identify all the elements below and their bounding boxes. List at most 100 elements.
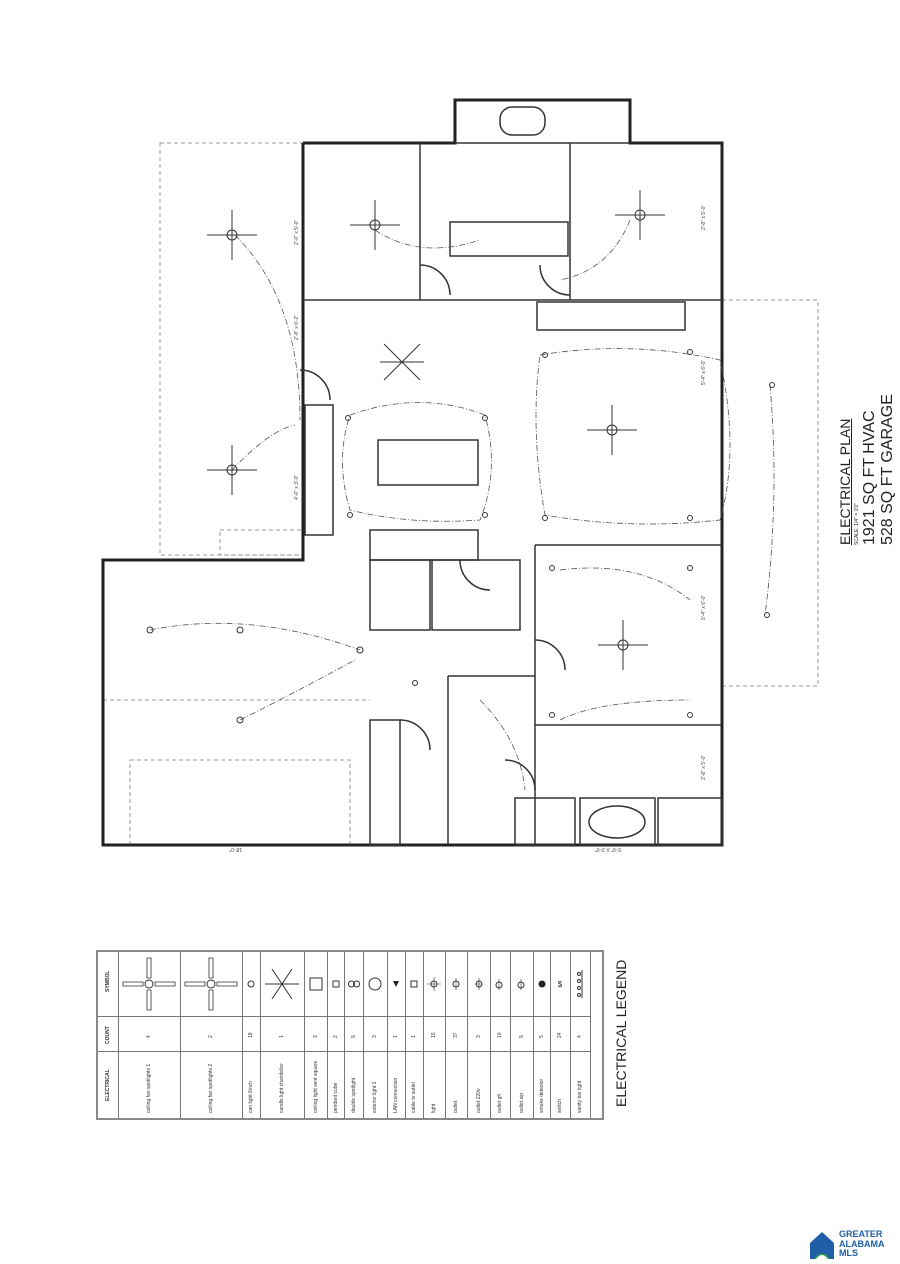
- legend-count: 1: [411, 1035, 417, 1038]
- exterior-light-icon: [363, 952, 387, 1016]
- dim-window-left-3: 4'-0" x 3'-0": [294, 475, 300, 500]
- logo-line3: MLS: [839, 1248, 858, 1258]
- legend-label: outlet gfi: [497, 1094, 503, 1113]
- wiring-runs: [149, 219, 775, 791]
- header-symbol: SYMBOL: [105, 970, 111, 992]
- legend-count: 10: [497, 1032, 503, 1038]
- legend-label: outlet wp: [519, 1092, 525, 1113]
- legend-row: 3 exterior light 1: [363, 952, 388, 1118]
- legend-label: can light 6inch: [248, 1081, 254, 1113]
- plan-scale: SCALE: 1/4" = 1'0": [854, 503, 860, 545]
- legend-count: 5: [351, 1035, 357, 1038]
- exterior-walls: [101, 98, 724, 847]
- legend-count: 24: [557, 1032, 563, 1038]
- logo-line1: GREATER: [839, 1229, 883, 1239]
- porch-outlines: [103, 142, 819, 846]
- legend-count: 15: [431, 1032, 437, 1038]
- legend-row: 5 outlet wp: [510, 952, 534, 1118]
- vent-square-icon: [304, 952, 327, 1016]
- legend-count: 3: [476, 1035, 482, 1038]
- ceiling-fan-icon: [180, 952, 242, 1016]
- dim-window-left-1: 2'-0" x 5'-0": [294, 220, 300, 245]
- legend-count: 5: [539, 1035, 545, 1038]
- legend-row: 19 can light 6inch: [242, 952, 261, 1118]
- legend-label: ceiling fan spotlights 2: [208, 1063, 214, 1113]
- can-lights: [146, 349, 775, 724]
- light-icon: [423, 952, 445, 1016]
- legend-label: ceiling fan spotlights 1: [146, 1063, 152, 1113]
- outlet-icon: [445, 952, 467, 1016]
- outlet-wp-icon: [510, 952, 533, 1016]
- legend-header-column: SYMBOL COUNT ELECTRICAL: [98, 952, 119, 1118]
- dim-bath-window: 5'-0" X 3'-0": [595, 846, 621, 852]
- legend-row: 2 pendant cube: [327, 952, 345, 1118]
- legend-row: 3 outlet 220v: [467, 952, 491, 1118]
- logo-line2: ALABAMA: [839, 1238, 885, 1249]
- switch-icon: $: [557, 979, 563, 989]
- dim-window-right-4: 2'-8" x 5'-0": [701, 755, 707, 780]
- outlet-220v-icon: [467, 952, 490, 1016]
- legend-label: candle light chandelier: [279, 1063, 285, 1113]
- legend-count: 37: [453, 1032, 459, 1038]
- legend-label: outlet: [453, 1100, 459, 1113]
- legend-count: 19: [248, 1032, 254, 1038]
- ceiling-fans: [207, 190, 665, 670]
- legend-label: vanity bar light: [577, 1080, 583, 1113]
- legend-count: 5: [519, 1035, 525, 1038]
- can-light-icon: [242, 952, 260, 1016]
- outlet-gfi-icon: [490, 952, 510, 1016]
- double-spotlight-icon: [344, 952, 363, 1016]
- legend-count: 2: [333, 1035, 339, 1038]
- legend-row: 1 cable tv outlet: [405, 952, 424, 1118]
- header-count: COUNT: [105, 1026, 111, 1044]
- legend-row: 10 outlet gfi: [490, 952, 511, 1118]
- vanity-bar-icon: [570, 952, 590, 1016]
- legend-label: exterior light 1: [372, 1081, 378, 1113]
- legend-row: $24 switch: [550, 952, 571, 1118]
- legend-count: 1: [393, 1035, 399, 1038]
- smoke-detector-icon: [533, 952, 550, 1016]
- dim-window-right-1: 2'-8" x 5'-0": [701, 205, 707, 230]
- legend-label: LAN connection: [393, 1077, 399, 1113]
- legend-count: 2: [208, 1035, 214, 1038]
- chandelier-icon: [260, 952, 304, 1016]
- legend-label: outlet 220v: [476, 1088, 482, 1113]
- interior-walls: [299, 106, 723, 846]
- legend-count: 3: [313, 1035, 319, 1038]
- dim-garage: 18'-0": [229, 846, 242, 852]
- plan-garage-area: 528 SQ FT GARAGE: [879, 394, 896, 545]
- legend-label: cable tv outlet: [411, 1082, 417, 1113]
- header-electrical: ELECTRICAL: [105, 1069, 111, 1101]
- legend-count: 3: [372, 1035, 378, 1038]
- dim-window-right-3: 5'-4" x 6'-0": [701, 595, 707, 620]
- legend-row: 15 light: [423, 952, 446, 1118]
- legend-label: light: [431, 1103, 437, 1113]
- legend-label: pendant cube: [333, 1082, 339, 1113]
- legend-count: 4: [146, 1035, 152, 1038]
- lan-icon: [387, 952, 405, 1016]
- legend-label: smoke detector: [539, 1078, 545, 1113]
- greater-alabama-mls-logo: GREATER ALABAMA MLS: [808, 1228, 900, 1262]
- dim-window-right-2: 5'-4" x 6'-0": [701, 360, 707, 385]
- legend-label: double spotlight: [351, 1077, 357, 1113]
- legend-label: switch: [557, 1099, 563, 1113]
- legend-title: ELECTRICAL LEGEND: [613, 959, 629, 1107]
- legend-count: 4: [577, 1035, 583, 1038]
- legend-row: 5 double spotlight: [344, 952, 364, 1118]
- legend-row: 4 vanity bar light: [570, 952, 591, 1118]
- electrical-legend-table: SYMBOL COUNT ELECTRICAL 4 ceiling fan spotli…: [96, 950, 604, 1120]
- plan-hvac-area: 1921 SQ FT HVAC: [861, 410, 878, 545]
- pendant-cube-icon: [327, 952, 344, 1016]
- tv-outlet-icon: [405, 952, 423, 1016]
- legend-row: 4 ceiling fan spotlights 1: [118, 952, 181, 1118]
- legend-row: 37 outlet: [445, 952, 468, 1118]
- legend-row: 2 ceiling fan spotlights 2: [180, 952, 243, 1118]
- ceiling-fan-icon: [118, 952, 180, 1016]
- plan-title: ELECTRICAL PLAN: [837, 418, 853, 545]
- legend-row: 5 smoke detector: [533, 952, 551, 1118]
